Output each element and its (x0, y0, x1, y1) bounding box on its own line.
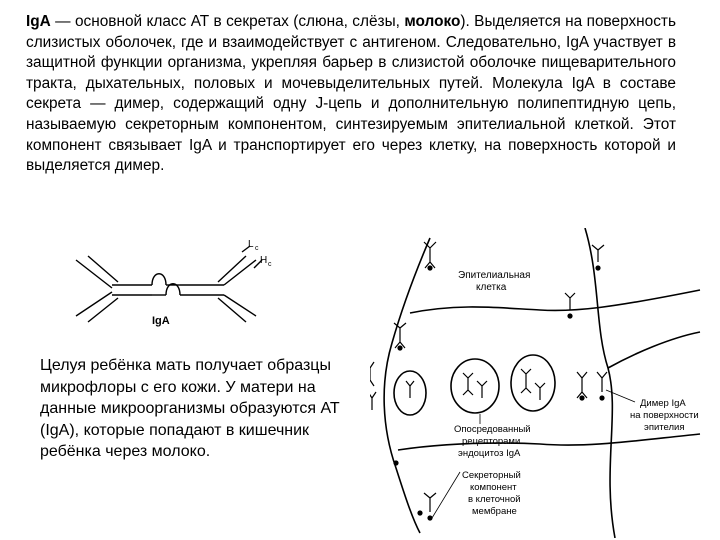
milk-term: молоко (404, 13, 461, 30)
secretory-label-3: в клеточной (468, 494, 521, 505)
iga-dimer-diagram: L c H c IgA (75, 239, 272, 327)
iga-molecule-label: IgA (152, 315, 170, 327)
light-chain-sub: c (255, 245, 259, 252)
paragraph-part-2: ). Выделяется на поверхность слизистых о… (26, 13, 676, 175)
iga-term: IgA (26, 13, 51, 30)
heavy-chain-sub: c (268, 261, 272, 268)
endocytic-vesicle-2 (510, 354, 556, 412)
epithelial-transport-diagram: Эпителиальная клетка Опосредованный реце… (370, 228, 701, 538)
secretory-label-4: мембране (472, 506, 517, 517)
endocytic-vesicle-3 (393, 370, 427, 416)
secretory-label-1: Секреторный (462, 470, 521, 481)
secretory-label-2: компонент (470, 482, 517, 493)
epithelial-cell-label-1: Эпителиальная (458, 270, 530, 281)
endocytosis-label-3: эндоцитоз IgA (458, 448, 521, 459)
endocytic-vesicle-1 (450, 358, 500, 414)
endocytosis-label-2: рецепторами (462, 436, 520, 447)
dimer-label-2: на поверхности (630, 410, 699, 421)
heavy-chain-label: H (260, 255, 267, 266)
apical-membrane (383, 237, 431, 534)
epithelial-cell-label-2: клетка (476, 282, 507, 293)
main-paragraph: IgA — основной класс АТ в секретах (слюн… (26, 12, 676, 177)
paragraph-part-1: — основной класс АТ в секретах (слюна, с… (50, 13, 405, 30)
dimer-label-1: Димер IgA (640, 398, 686, 409)
endocytosis-label-1: Опосредованный (454, 424, 531, 435)
mother-child-note: Целуя ребёнка мать получает образцы микр… (40, 357, 340, 460)
light-chain-label: L (248, 239, 254, 250)
dimer-label-3: эпителия (644, 422, 685, 433)
